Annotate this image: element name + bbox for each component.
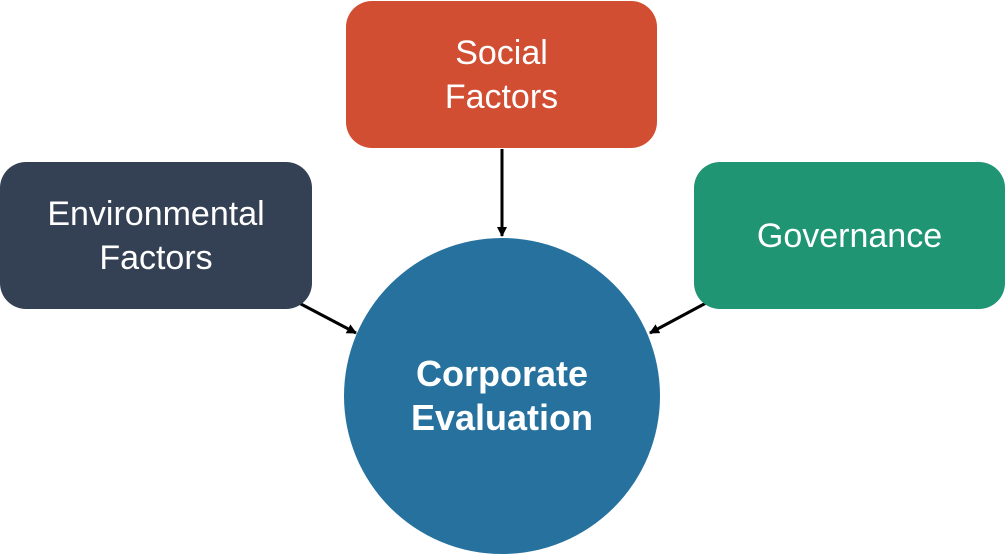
social-factors-label: Social Factors bbox=[444, 33, 559, 116]
corporate-evaluation-circle: Corporate Evaluation bbox=[344, 238, 660, 554]
corporate-evaluation-label: Corporate Evaluation bbox=[410, 353, 594, 438]
environmental-factors-box: Environmental Factors bbox=[0, 162, 312, 309]
social-factors-box: Social Factors bbox=[346, 1, 657, 148]
governance-box: Governance bbox=[694, 162, 1005, 309]
governance-label: Governance bbox=[756, 216, 943, 255]
environmental-factors-label: Environmental Factors bbox=[47, 194, 265, 277]
arrow-environmental-to-corporate bbox=[298, 301, 357, 335]
arrow-governance-to-corporate bbox=[649, 301, 707, 335]
